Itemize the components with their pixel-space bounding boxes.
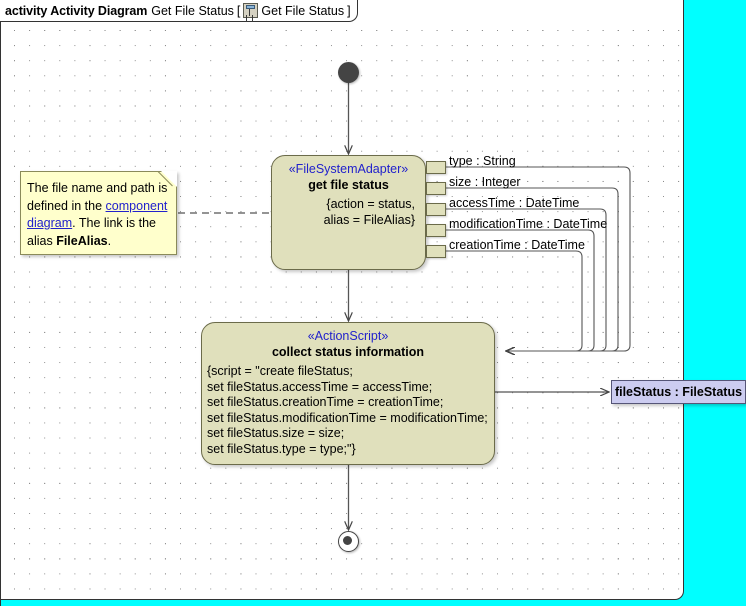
output-pin-creation-time[interactable] xyxy=(426,244,446,258)
initial-node[interactable] xyxy=(338,62,359,83)
output-pin-label-size: size : Integer xyxy=(449,175,521,189)
collect-status-script: {script = "create fileStatus; set fileSt… xyxy=(207,364,488,456)
get-file-status-name: get file status xyxy=(308,178,389,192)
action-node-get-file-status[interactable]: «FileSystemAdapter» get file status {act… xyxy=(271,155,426,270)
diagram-title-name: Get File Status xyxy=(151,3,234,18)
note-component-diagram-link[interactable]: component diagram xyxy=(27,198,168,231)
output-pin-type[interactable] xyxy=(426,160,446,174)
activity-final-node[interactable] xyxy=(338,531,359,552)
activity-final-node-inner xyxy=(343,536,352,545)
comment-note[interactable]: The file name and path is defined in the… xyxy=(20,171,177,255)
output-pin-label-access-time: accessTime : DateTime xyxy=(449,196,580,210)
note-text: The file name and path is defined in the… xyxy=(21,172,176,250)
output-pin-access-time[interactable] xyxy=(426,202,446,216)
note-text-part1: The file name and path is defined in the xyxy=(27,181,168,213)
object-node-file-status[interactable]: fileStatus : FileStatus xyxy=(611,380,746,404)
object-node-label: fileStatus : FileStatus xyxy=(614,385,743,399)
collect-status-stereotype: «ActionScript» xyxy=(307,329,389,343)
output-pin-size[interactable] xyxy=(426,181,446,195)
note-text-part2: . The link is the alias xyxy=(27,216,157,248)
action-node-collect-status-information[interactable]: «ActionScript» collect status informatio… xyxy=(201,322,495,465)
diagram-title-bracket-close: ] xyxy=(347,3,351,18)
collect-status-name: collect status information xyxy=(271,345,425,359)
note-text-part3: . xyxy=(107,233,112,248)
output-pin-label-creation-time: creationTime : DateTime xyxy=(449,238,585,252)
get-file-status-stereotype: «FileSystemAdapter» xyxy=(288,162,409,176)
diagram-title-reference: Get File Status xyxy=(261,3,345,18)
activity-diagram-icon xyxy=(243,3,259,18)
output-pin-modification-time[interactable] xyxy=(426,223,446,237)
output-pin-label-type: type : String xyxy=(449,154,516,168)
diagram-title-keyword: activity Activity Diagram xyxy=(5,3,148,18)
diagram-frame-left-edge xyxy=(0,0,1,606)
note-alias-name: FileAlias xyxy=(56,233,108,248)
output-pin-label-modification-time: modificationTime : DateTime xyxy=(449,217,608,231)
diagram-title-bracket-open: [ xyxy=(236,3,241,18)
diagram-frame xyxy=(0,0,684,600)
get-file-status-properties: {action = status, alias = FileAlias} xyxy=(323,197,415,227)
diagram-title-bar[interactable]: activity Activity Diagram Get File Statu… xyxy=(0,0,358,22)
